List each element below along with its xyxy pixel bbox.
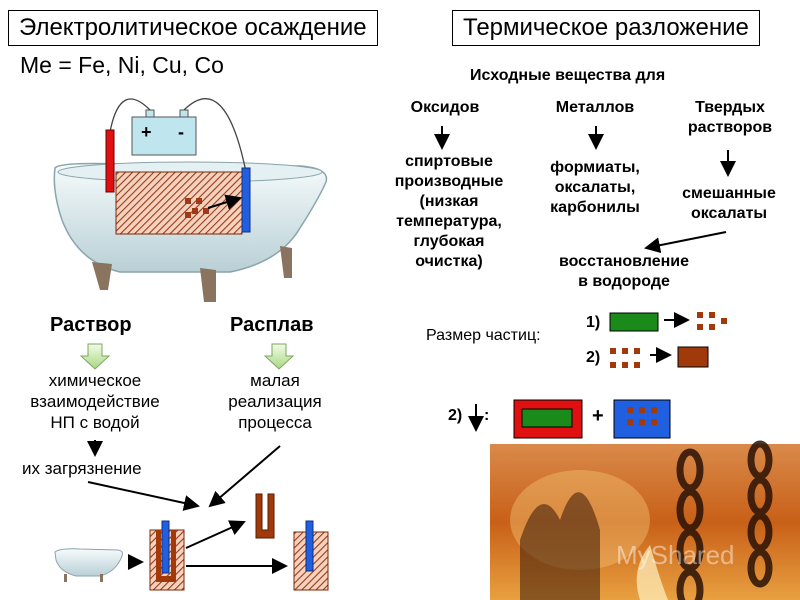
- text-line: спиртовые: [405, 153, 493, 170]
- solution-arrow-icon: [79, 343, 111, 370]
- row1-label: 1): [586, 314, 601, 331]
- text-line: оксалаты,: [554, 179, 636, 196]
- battery-icon: [109, 98, 247, 173]
- mini-bathtub-illustration: [54, 548, 123, 582]
- solution-line: химическое: [48, 371, 142, 390]
- extracted-deposit: [255, 493, 275, 539]
- metal-formula: Me = Fe, Ni, Cu, Co: [20, 52, 224, 78]
- left-title: Электролитическое осаждение: [8, 10, 378, 46]
- text-line: в водороде: [578, 273, 670, 290]
- battery-minus: -: [178, 122, 184, 142]
- solution-line: взаимодействие: [30, 392, 160, 411]
- text-line: (низкая: [419, 193, 479, 210]
- text-line: температура,: [396, 213, 502, 230]
- photo-watermark: MyShared: [616, 540, 735, 570]
- melt-description: малая реализация процесса: [200, 370, 350, 433]
- text-line: оксалаты: [690, 205, 768, 222]
- column-text-oxides: спиртовые производные (низкая температур…: [376, 152, 522, 272]
- melt-arrow-icon: [263, 343, 295, 370]
- column-text-solid-solutions: смешанные оксалаты: [664, 184, 794, 224]
- solution-result: их загрязнение: [22, 459, 142, 478]
- reduction-text: восстановление в водороде: [534, 252, 714, 292]
- melt-cell-2: [293, 520, 329, 591]
- plus-sign: +: [592, 405, 604, 427]
- text-line: восстановление: [558, 253, 690, 270]
- text-line: смешанные: [682, 185, 776, 202]
- text-line: глубокая: [413, 233, 485, 250]
- solution-description: химическое взаимодействие НП с водой: [0, 370, 190, 433]
- text-line: очистка): [415, 253, 483, 270]
- heading-line: Твердых: [695, 99, 765, 116]
- particles-cluster: [185, 198, 209, 218]
- melt-line: процесса: [238, 413, 312, 432]
- small-particles-brown: [697, 312, 727, 330]
- text-line: формиаты,: [550, 159, 640, 176]
- large-particle-green: [609, 312, 659, 332]
- large-particle-brown: [677, 346, 709, 368]
- battery-plus: +: [141, 122, 152, 142]
- furnace-photo: [490, 440, 800, 600]
- anode-electrode: [105, 129, 115, 193]
- melt-line: малая: [250, 371, 300, 390]
- solution-heading: Раствор: [50, 314, 132, 336]
- melt-heading: Расплав: [230, 314, 314, 336]
- melt-line: реализация: [228, 392, 322, 411]
- column-text-metals: формиаты, оксалаты, карбонилы: [530, 158, 660, 218]
- row3-colon: :: [484, 407, 490, 424]
- cathode-electrode: [241, 167, 251, 233]
- right-title: Термическое разложение: [452, 10, 760, 46]
- small-particles-row2: [610, 348, 640, 368]
- text-line: карбонилы: [550, 199, 640, 216]
- heading-line: растворов: [687, 119, 773, 136]
- particle-size-label: Размер частиц:: [426, 327, 541, 344]
- melt-cell-1: [149, 520, 185, 591]
- text-line: производные: [394, 173, 504, 190]
- row3-label: 2): [448, 407, 463, 424]
- coated-particle: [513, 399, 583, 439]
- blue-grid-particle: [613, 399, 671, 439]
- solution-line: НП с водой: [50, 413, 140, 432]
- right-subtitle: Исходные вещества для: [470, 67, 666, 84]
- row2-label: 2): [586, 349, 601, 366]
- column-heading-oxides: Оксидов: [410, 99, 480, 116]
- column-heading-metals: Металлов: [555, 99, 635, 116]
- column-heading-solid-solutions: Твердых растворов: [670, 98, 790, 138]
